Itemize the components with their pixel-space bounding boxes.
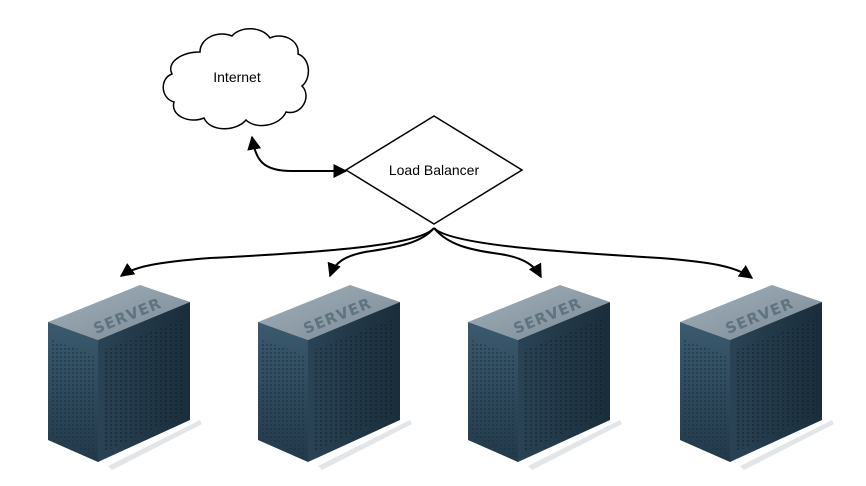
server-shadow (108, 420, 202, 470)
internet-cloud: Internet (162, 28, 310, 130)
server-top-face (258, 285, 400, 340)
server-3: SERVER (468, 285, 622, 470)
server-4: SERVER (680, 285, 834, 470)
server-front-grille (52, 340, 96, 456)
server-shadow (528, 420, 622, 470)
server-top-face (48, 285, 190, 340)
server-side-grille (736, 318, 816, 452)
load-balancer-diamond (344, 115, 524, 225)
lb-server-2-link (327, 227, 435, 278)
internet-label: Internet (213, 69, 261, 85)
server-1: SERVER (48, 285, 202, 470)
lb-server-4-link (433, 227, 754, 279)
connectors (119, 135, 754, 279)
internet-lb-link (247, 135, 348, 178)
server-side-grille (104, 318, 184, 452)
load-balancer-label: Load Balancer (389, 162, 480, 178)
cloud-icon (162, 28, 310, 130)
server-2: SERVER (258, 285, 412, 470)
server-top-face (680, 285, 822, 340)
server-shadow (740, 420, 834, 470)
server-shadow (318, 420, 412, 470)
server-front-grille (472, 340, 516, 456)
server-side-grille (314, 318, 394, 452)
server-front-grille (684, 340, 728, 456)
lb-server-1-link (119, 227, 435, 277)
server-top-face (468, 285, 610, 340)
server-side-grille (524, 318, 604, 452)
load-balancer-node: Load Balancer (344, 115, 524, 225)
lb-server-3-link (433, 227, 542, 279)
server-front-grille (262, 340, 306, 456)
